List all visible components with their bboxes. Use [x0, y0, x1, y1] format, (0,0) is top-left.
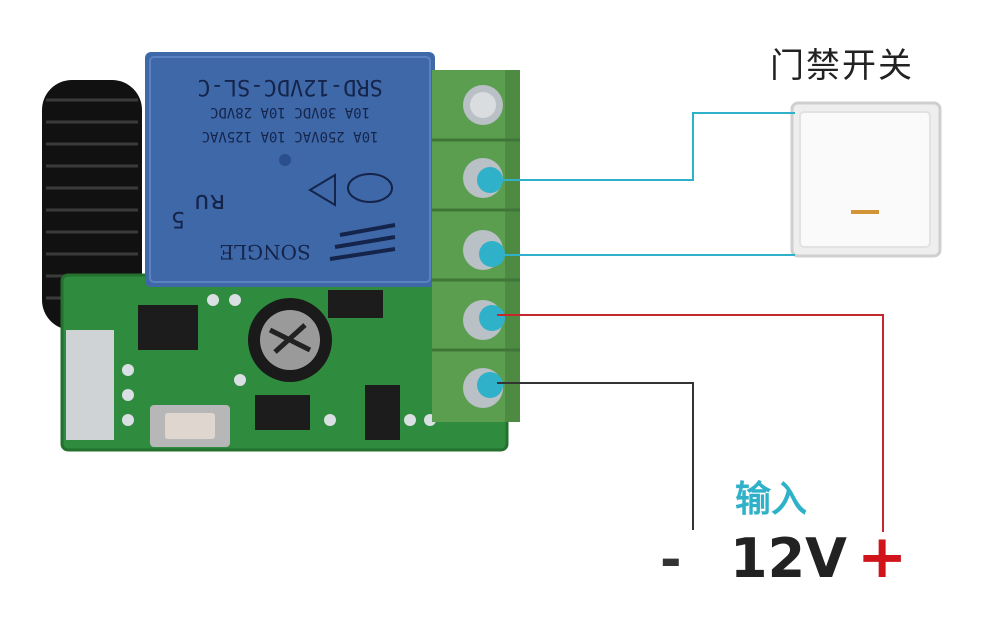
terminal-screw-1[interactable]: [463, 85, 503, 125]
door-switch[interactable]: [790, 101, 942, 258]
wires: [497, 112, 884, 532]
relay-rating-dc-text: 10A 30VDC 10A 28VDC: [210, 104, 370, 120]
triangle-mark-icon: [308, 173, 336, 207]
diode: [365, 385, 400, 440]
terminal-screw-4[interactable]: [463, 300, 505, 340]
wire-switch-top: [497, 112, 795, 181]
regulator-chip: [255, 395, 310, 430]
relay-model-text: SRD-12VDC-SL-C: [197, 74, 382, 99]
negative-terminal-label: -: [660, 530, 682, 590]
rf-module-shield: [66, 330, 114, 440]
ic-chip: [138, 305, 198, 350]
songle-logo-icon: [329, 223, 396, 261]
relay-dot: [279, 154, 291, 166]
terminal-screw-5[interactable]: [463, 368, 503, 408]
terminal-block: [432, 70, 520, 422]
relay-brand-text: SONGLE: [219, 240, 310, 264]
smd-chip: [328, 290, 383, 318]
wire-negative: [497, 382, 694, 530]
ul-mark-icon: ʀᴜ: [195, 188, 226, 218]
relay-pin-text: 5: [171, 206, 185, 231]
relay-rating-ac-text: 10A 250VAC 10A 125VAC: [201, 128, 378, 144]
voltage-label: 12V: [730, 527, 847, 590]
input-label: 输入: [735, 479, 808, 520]
switch-indicator-icon: [851, 210, 879, 214]
terminal-screw-2[interactable]: [463, 158, 503, 198]
terminal-screw-3[interactable]: [463, 230, 505, 270]
relay: SRD-12VDC-SL-C 10A 30VDC 10A 28VDC 10A 2…: [145, 52, 435, 287]
ccc-mark-icon: [347, 173, 393, 203]
positive-terminal-label: +: [857, 522, 908, 592]
switch-title: 门禁开关: [770, 46, 914, 86]
wire-positive: [497, 314, 884, 532]
